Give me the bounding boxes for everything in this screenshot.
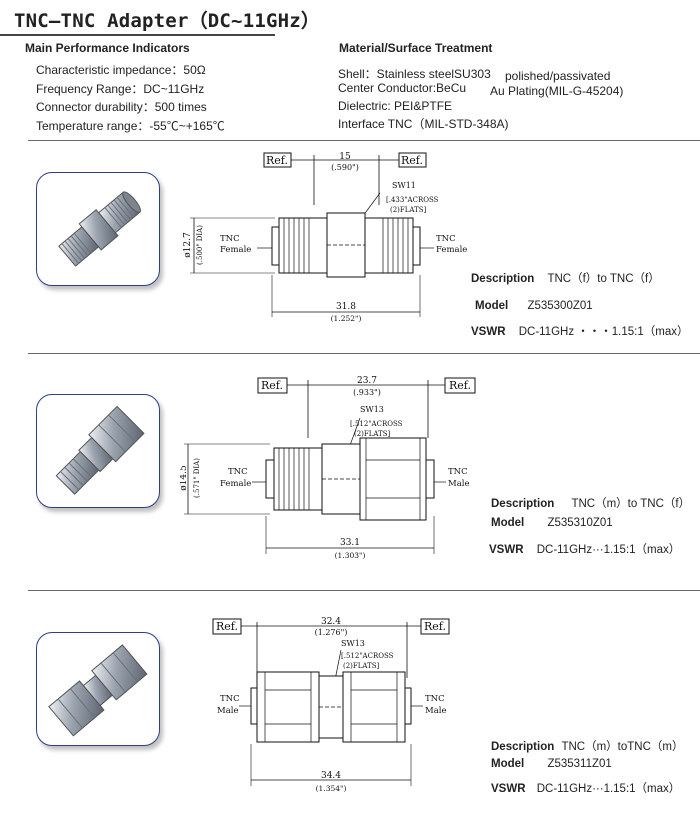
- wrench-note-2: (2)FLATS]: [343, 662, 380, 670]
- model-row: Model Z535310Z01: [491, 517, 613, 529]
- description-value: TNC（f）to TNC（f）: [547, 273, 660, 285]
- wrench-size: SW13: [360, 405, 384, 414]
- vswr-row: VSWR DC-11GHz ・・・1.15:1（max）: [471, 323, 688, 339]
- diameter-inch: (.500" DIA): [196, 225, 204, 265]
- right-connector-type: TNC: [436, 234, 456, 244]
- section-divider: [28, 590, 700, 591]
- material-heading: Material/Surface Treatment: [339, 41, 493, 55]
- vswr-value: DC-11GHz···1.15:1（max）: [536, 544, 681, 556]
- top-dimension: 23.7: [357, 376, 377, 386]
- vswr-label: VSWR: [471, 326, 506, 338]
- model-row: Model Z535311Z01: [491, 758, 612, 770]
- section-divider: [28, 353, 700, 354]
- diameter: ø14.5: [180, 465, 189, 491]
- technical-drawing-3: Ref. Ref. 32.4 (1.276") SW13 [.512"ACROS…: [212, 617, 450, 793]
- vswr-label: VSWR: [489, 544, 524, 556]
- material-center-finish: Au Plating(MIL-G-45204): [490, 84, 624, 98]
- vswr-value: DC-11GHz ・・・1.15:1（max）: [518, 326, 689, 338]
- overall-length: 31.8: [336, 302, 356, 312]
- wrench-note-1: [.512"ACROSS: [350, 420, 403, 428]
- model-value: Z535311Z01: [547, 758, 612, 770]
- wrench-size: SW11: [392, 181, 416, 190]
- overall-length-inch: (1.252"): [331, 314, 362, 323]
- model-value: Z535310Z01: [547, 517, 613, 529]
- product-photo-2: [36, 394, 160, 508]
- vswr-value: DC-11GHz···1.15:1（max）: [536, 783, 681, 795]
- material-dielectric: Dielectric: PEI&PTFE: [338, 99, 453, 113]
- model-label: Model: [475, 300, 509, 312]
- right-connector-type: TNC: [425, 694, 445, 704]
- description-row: Description TNC（m）to TNC（f）: [491, 495, 690, 511]
- description-row: Description TNC（m）toTNC（m）: [491, 738, 684, 754]
- technical-drawing-1: Ref. Ref. 15 (.590") SW11 [.433"ACROSS (…: [183, 152, 467, 323]
- top-dimension: 32.4: [321, 617, 341, 627]
- description-label: Description: [491, 741, 555, 753]
- description-label: Description: [471, 273, 535, 285]
- top-dimension-inch: (.590"): [331, 163, 359, 172]
- ref-label-left: Ref.: [216, 620, 238, 633]
- model-label: Model: [491, 758, 525, 770]
- left-connector-gender: Male: [217, 706, 239, 716]
- main-performance-list: Characteristic impedance：50Ω Frequency R…: [36, 61, 225, 135]
- vswr-row: VSWR DC-11GHz···1.15:1（max）: [491, 780, 680, 796]
- overall-length: 34.4: [321, 771, 341, 781]
- left-connector-gender: Female: [220, 245, 251, 255]
- spec-temperature: Temperature range：-55℃~+165℃: [36, 118, 225, 133]
- technical-drawing-2: Ref. Ref. 23.7 (.933") SW13 [.512"ACROSS…: [180, 376, 476, 560]
- wrench-note-1: [.512"ACROSS: [341, 652, 394, 660]
- page-title: TNC–TNC Adapter（DC~11GHz）: [14, 10, 321, 32]
- ref-label-right: Ref.: [401, 154, 423, 167]
- material-shell-finish: polished/passivated: [505, 69, 611, 83]
- left-connector-type: TNC: [228, 467, 248, 477]
- right-connector-gender: Male: [448, 479, 470, 489]
- ref-label-right: Ref.: [424, 620, 446, 633]
- right-connector-gender: Male: [425, 706, 447, 716]
- overall-length-inch: (1.354"): [316, 784, 347, 793]
- spec-frequency: Frequency Range：DC~11GHz: [36, 81, 205, 96]
- material-interface: Interface TNC（MIL-STD-348A): [338, 117, 509, 131]
- ref-label-left: Ref.: [261, 379, 283, 392]
- right-connector-type: TNC: [448, 467, 468, 477]
- ref-label-right: Ref.: [449, 379, 471, 392]
- top-dimension-inch: (1.276"): [315, 628, 348, 637]
- top-dimension: 15: [339, 152, 351, 162]
- description-value: TNC（m）to TNC（f）: [571, 498, 691, 510]
- section-divider: [28, 140, 700, 141]
- product-photo-1: [36, 172, 160, 286]
- diameter: ø12.7: [183, 232, 193, 258]
- spec-impedance: Characteristic impedance：50Ω: [36, 63, 206, 77]
- model-value: Z535300Z01: [527, 300, 593, 312]
- diameter-inch: (.571" DIA): [193, 458, 201, 498]
- main-performance-heading: Main Performance Indicators: [25, 41, 190, 55]
- model-label: Model: [491, 517, 525, 529]
- spec-durability: Connector durability：500 times: [36, 100, 207, 114]
- description-row: Description TNC（f）to TNC（f）: [471, 270, 660, 286]
- description-value: TNC（m）toTNC（m）: [561, 741, 684, 753]
- overall-length-inch: (1.303"): [335, 551, 366, 560]
- wrench-size: SW13: [341, 639, 365, 648]
- wrench-note-2: (2)FLATS]: [354, 430, 391, 438]
- left-connector-type: TNC: [220, 694, 240, 704]
- description-label: Description: [491, 498, 555, 510]
- right-connector-gender: Female: [436, 245, 467, 255]
- left-connector-gender: Female: [220, 479, 251, 489]
- left-connector-type: TNC: [220, 234, 240, 244]
- model-row: Model Z535300Z01: [475, 300, 593, 312]
- wrench-note-1: [.433"ACROSS: [386, 196, 439, 204]
- material-shell: Shell：Stainless steelSU303: [338, 67, 491, 81]
- overall-length: 33.1: [340, 538, 360, 548]
- material-center: Center Conductor:BeCu: [338, 81, 467, 95]
- vswr-label: VSWR: [491, 783, 526, 795]
- wrench-note-2: (2)FLATS]: [390, 206, 427, 214]
- top-dimension-inch: (.933"): [353, 388, 381, 397]
- title-underline: [0, 34, 275, 36]
- product-photo-3: [36, 632, 160, 746]
- vswr-row: VSWR DC-11GHz···1.15:1（max）: [489, 541, 680, 557]
- ref-label-left: Ref.: [266, 154, 288, 167]
